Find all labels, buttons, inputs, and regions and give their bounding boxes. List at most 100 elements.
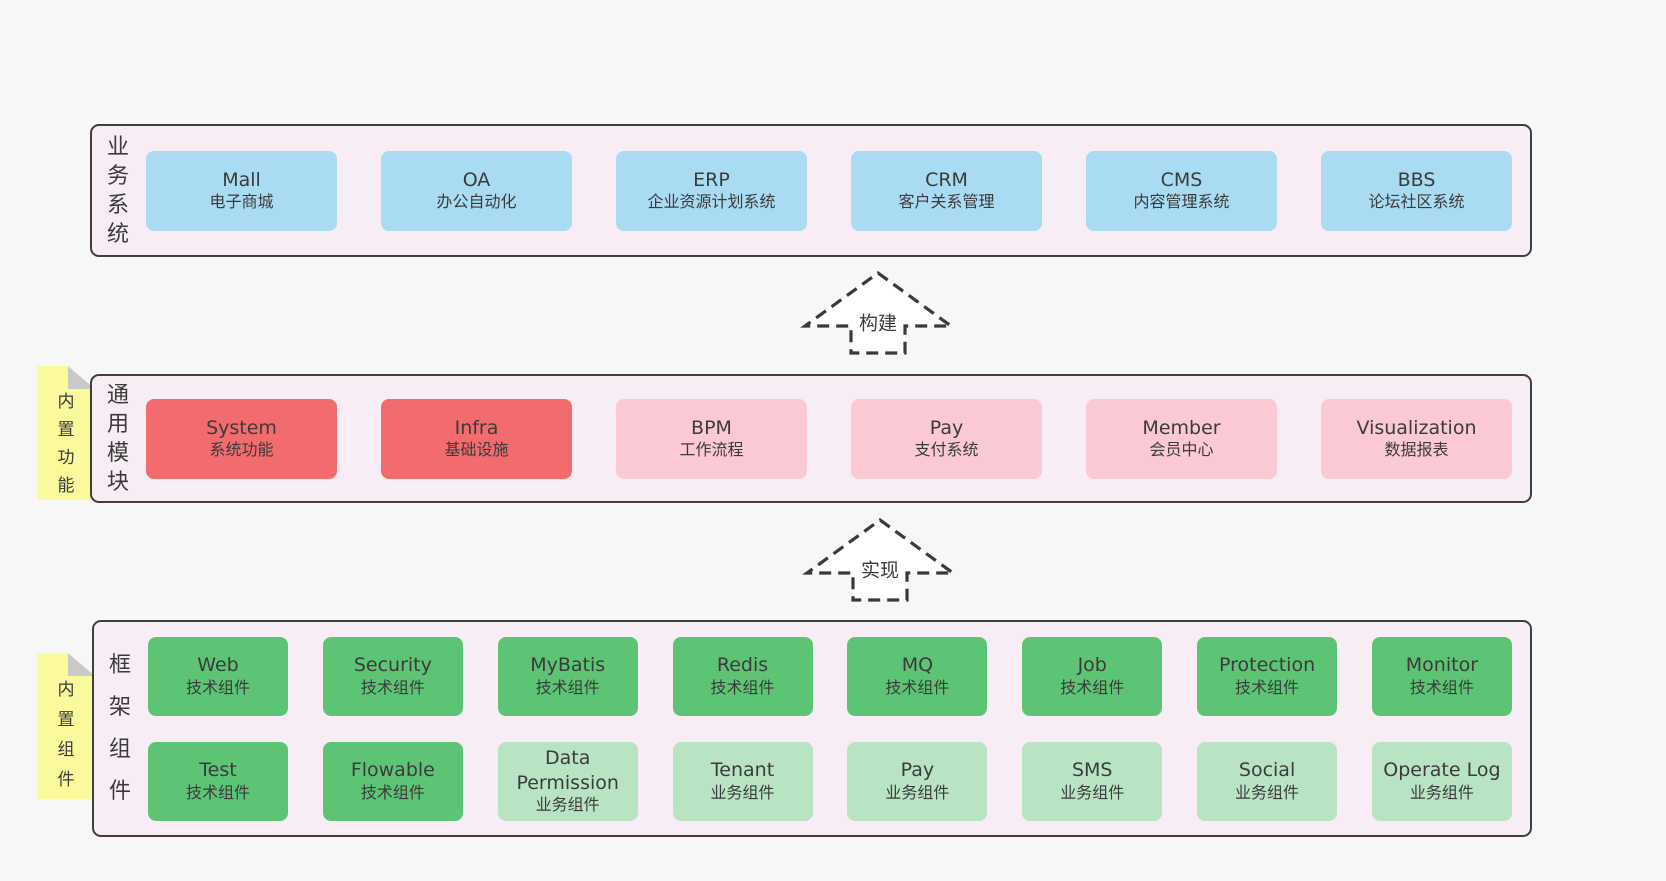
arrow-implement: 实现 [802, 517, 958, 603]
box-title: Pay [900, 759, 935, 782]
box-subtitle: 业务组件 [1235, 782, 1300, 802]
box-title: Protection [1219, 654, 1316, 677]
box-subtitle: 业务组件 [885, 782, 950, 802]
box-title: BBS [1397, 168, 1436, 191]
box-subtitle: 基础设施 [444, 440, 509, 460]
box-title: Security [353, 654, 432, 677]
box-subtitle: 支付系统 [914, 440, 979, 460]
box-subtitle: 系统功能 [209, 440, 274, 460]
box-title: Member [1142, 416, 1221, 439]
box-title: MyBatis [530, 654, 606, 677]
box-title: Visualization [1356, 416, 1477, 439]
note-label: 内置组件 [57, 680, 75, 790]
box-title: Infra [454, 416, 499, 439]
box-subtitle: 数据报表 [1384, 440, 1449, 460]
box-subtitle: 企业资源计划系统 [647, 192, 776, 212]
box-title: CRM [925, 168, 968, 191]
box-title: SMS [1071, 759, 1113, 782]
box-subtitle: 业务组件 [710, 782, 775, 802]
box-title: Mall [222, 168, 261, 191]
box-title: OA [462, 168, 491, 191]
box-title: Monitor [1405, 654, 1479, 677]
box-subtitle: 内容管理系统 [1133, 192, 1230, 212]
sticky-note-built-in-components: 内置组件 [37, 653, 95, 799]
arrow-label: 实现 [857, 554, 903, 584]
box-subtitle: 技术组件 [1409, 677, 1474, 697]
box-subtitle: 技术组件 [885, 677, 950, 697]
box-subtitle: 办公自动化 [436, 192, 517, 212]
box-subtitle: 电子商城 [209, 192, 274, 212]
box-subtitle: 论坛社区系统 [1368, 192, 1465, 212]
box-subtitle: 客户关系管理 [898, 192, 995, 212]
box-subtitle: 技术组件 [710, 677, 775, 697]
box-title: CMS [1160, 168, 1203, 191]
layer-label: 通用模块 [106, 382, 129, 495]
box-title: BPM [691, 416, 732, 439]
box-subtitle: 业务组件 [1409, 782, 1474, 802]
box-title: Test [199, 759, 237, 782]
box-title: MQ [901, 654, 934, 677]
box-title: Tenant [710, 759, 775, 782]
box-title: Pay [929, 416, 964, 439]
box-subtitle: 技术组件 [360, 782, 425, 802]
box-title: Social [1238, 759, 1296, 782]
box-subtitle: 技术组件 [1060, 677, 1125, 697]
box-title: Flowable [350, 759, 435, 782]
box-subtitle: 业务组件 [1060, 782, 1125, 802]
layer-label: 业务系统 [106, 134, 129, 247]
box-title: Operate Log [1383, 759, 1501, 782]
box-title: Redis [716, 654, 769, 677]
box-subtitle: 工作流程 [679, 440, 744, 460]
box-subtitle: 技术组件 [360, 677, 425, 697]
box-subtitle: 技术组件 [1235, 677, 1300, 697]
box-subtitle: 技术组件 [185, 782, 250, 802]
box-title: Data Permission [516, 746, 619, 794]
note-label: 内置功能 [57, 392, 75, 496]
box-subtitle: 业务组件 [535, 795, 600, 815]
box-subtitle: 会员中心 [1149, 440, 1214, 460]
sticky-note-built-in-features: 内置功能 [37, 366, 95, 500]
arrow-build: 构建 [800, 270, 956, 356]
box-subtitle: 技术组件 [535, 677, 600, 697]
note-fold-corner [68, 653, 95, 676]
box-title: ERP [693, 168, 730, 191]
box-title: Job [1077, 654, 1107, 677]
box-title: System [206, 416, 277, 439]
